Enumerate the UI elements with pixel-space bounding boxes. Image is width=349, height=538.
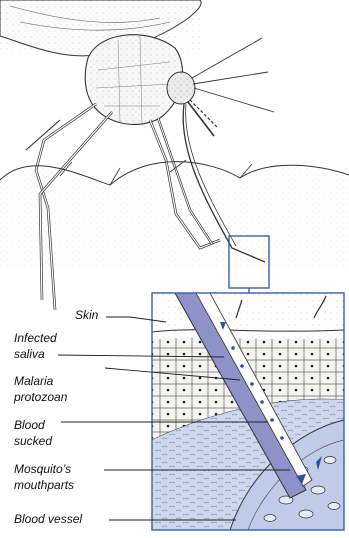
skin-surface [0, 160, 349, 270]
label-infected-saliva-line2: saliva [14, 347, 45, 362]
label-blood-sucked-line2: sucked [14, 434, 52, 449]
label-mosquito-mouthparts-line1: Mosquito’s [14, 462, 71, 477]
label-mosquito-mouthparts-line2: mouthparts [14, 478, 74, 493]
label-infected-saliva-line1: Infected [14, 331, 57, 346]
label-blood-vessel: Blood vessel [14, 512, 82, 527]
skin-cross-section-inset [152, 293, 344, 530]
label-malaria-protozoan-line1: Malaria [14, 374, 53, 389]
label-skin: Skin [75, 308, 98, 323]
label-malaria-protozoan-line2: protozoan [14, 390, 67, 405]
label-blood-sucked-line1: Blood [14, 418, 45, 433]
